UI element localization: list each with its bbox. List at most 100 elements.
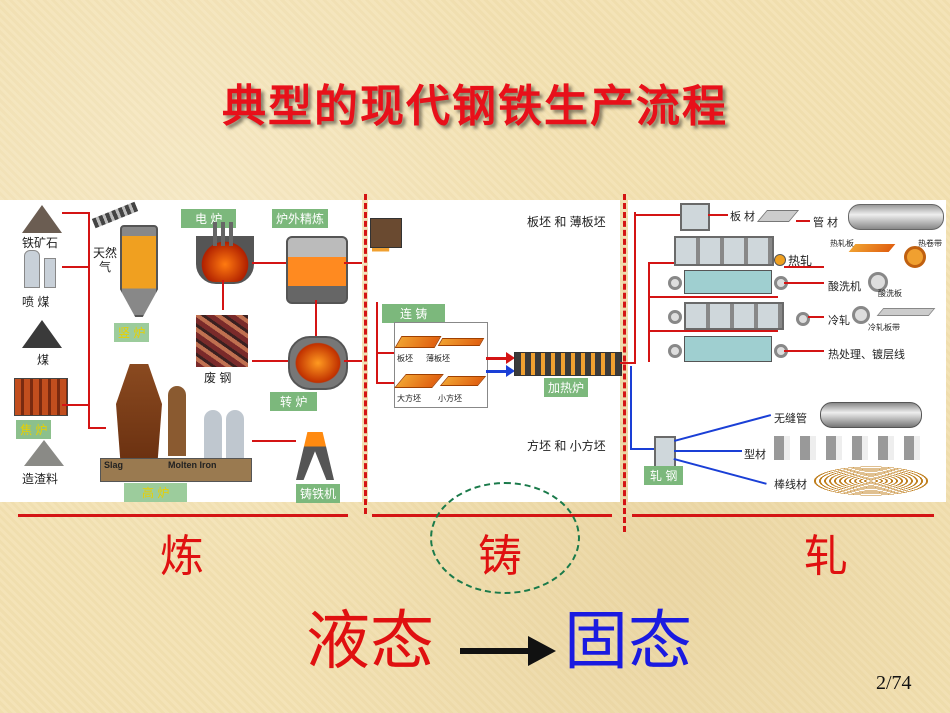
feed-line-bf [88, 427, 106, 429]
pickling-line-icon [684, 270, 772, 294]
rolling-branch [648, 262, 650, 362]
flow-line [344, 360, 362, 362]
wire-rod-label: 棒线材 [774, 479, 807, 491]
rolling-branch [648, 296, 778, 298]
reheating-furnace-label: 加热炉 [544, 378, 589, 397]
casting-line [376, 352, 394, 354]
arrow-head-icon [506, 365, 515, 377]
solid-state-text: 固态 [564, 605, 692, 679]
reheating-furnace-icon [514, 352, 622, 376]
coal-injection-icon [24, 250, 40, 288]
cold-strip-icon [876, 308, 936, 316]
shaft-furnace-label: 竖 炉 [114, 323, 150, 342]
natural-gas-label: 天然气 [90, 246, 120, 274]
feed-line-ore [62, 212, 90, 214]
cold-mill-icon [684, 302, 784, 330]
hot-rolling-label: 热轧 [788, 254, 813, 268]
pickling-label: 酸洗机 [828, 281, 861, 293]
pickled-coil-icon [868, 272, 888, 292]
flow-line [344, 262, 362, 264]
hot-strip-mill-icon [674, 236, 774, 266]
spray-coal-label: 喷 煤 [22, 295, 50, 309]
liquid-state-text: 液态 [306, 605, 434, 679]
rolling-branch [784, 266, 824, 268]
plate-mill-icon [680, 203, 710, 231]
plate-label: 板 材 [730, 211, 756, 223]
rolling-flat-line [634, 212, 636, 362]
stage-smelt: 炼 [160, 531, 204, 582]
coke-oven-icon [14, 378, 68, 416]
electrode-icon [213, 222, 217, 246]
heat-treat-line-icon [684, 336, 772, 362]
feed-line [88, 212, 90, 427]
wire-rod-icon [812, 466, 930, 496]
stove-icon [226, 410, 244, 460]
ladle-refining-label: 炉外精炼 [272, 209, 329, 228]
heat-treat-coil-icon [668, 344, 682, 358]
pipe-label: 管 材 [813, 217, 839, 229]
slab-arrow [486, 357, 508, 360]
slag-material-pile-icon [24, 440, 64, 466]
thin-slab-icon [437, 338, 485, 346]
smelt-underline [18, 514, 348, 517]
pipe-product-icon [848, 204, 944, 230]
arrow-head-icon [506, 352, 515, 364]
molten-iron-tag: Molten Iron [168, 460, 217, 470]
cast-highlight-ellipse [430, 482, 580, 594]
feed-line-coke [62, 404, 90, 406]
rolling-long-line-h [630, 448, 654, 450]
seamless-pipe-icon [820, 402, 922, 428]
rolling-branch [808, 316, 824, 318]
page-number: 2/74 [876, 672, 912, 694]
slag-tag: Slag [104, 460, 124, 470]
flow-line [252, 440, 296, 442]
rolling-flat-line [620, 362, 636, 364]
iron-ore-pile-icon [22, 205, 62, 233]
rolling-branch [636, 214, 680, 216]
rolling-long-line [630, 366, 632, 450]
ladle-refining-icon [286, 236, 348, 304]
slab-icon [394, 336, 442, 348]
scrap-steel-icon [196, 315, 248, 367]
electrode-icon [229, 222, 233, 246]
slab-thin-label: 板坯 和 薄板坯 [527, 215, 606, 229]
scrap-steel-label: 废 钢 [204, 371, 232, 385]
rolling-branch [648, 330, 778, 332]
pickled-plate-label: 酸洗板 [878, 289, 902, 298]
thin-slab-label: 薄板坯 [426, 354, 450, 363]
coal-label: 煤 [37, 353, 50, 367]
roll-underline [632, 514, 934, 517]
cold-coil-icon [668, 310, 682, 324]
iron-ore-label: 铁矿石 [22, 236, 59, 250]
rolling-branch [784, 282, 824, 284]
converter-icon [288, 336, 348, 390]
coal-pile-icon [22, 320, 62, 348]
stove-icon [168, 386, 186, 456]
stove-icon [204, 410, 222, 460]
natural-gas-text: 天然气 [92, 246, 117, 274]
slab-small-label: 板坯 [397, 354, 413, 363]
billet-label: 方坯 和 小方坯 [527, 439, 606, 453]
pickling-coil-icon [668, 276, 682, 290]
hot-rolled-plate-icon [848, 244, 896, 252]
rolling-branch [708, 214, 728, 216]
cold-strip-label: 冷轧板带 [868, 323, 900, 332]
coke-oven-label: 焦 炉 [16, 420, 52, 439]
blast-furnace-label: 高 炉 [124, 483, 188, 502]
rolling-branch [784, 350, 824, 352]
slag-material-label: 造渣料 [22, 472, 59, 486]
page-title: 典型的现代钢铁生产流程 [222, 81, 728, 132]
caster-ladle-icon [370, 218, 402, 248]
seamless-pipe-label: 无缝管 [774, 413, 807, 425]
cold-strip-coil-icon [852, 306, 870, 324]
casting-line [376, 382, 394, 384]
big-billet-label: 大方坯 [397, 394, 421, 403]
billet-arrow [486, 370, 508, 373]
section-mill-icon [654, 436, 676, 468]
arrow-right-icon [528, 636, 556, 666]
stage-divider [364, 194, 367, 514]
rolling-branch [796, 220, 810, 222]
cold-rolling-label: 冷轧 [828, 315, 850, 327]
arrow-line [460, 648, 532, 654]
casting-line [376, 302, 378, 382]
